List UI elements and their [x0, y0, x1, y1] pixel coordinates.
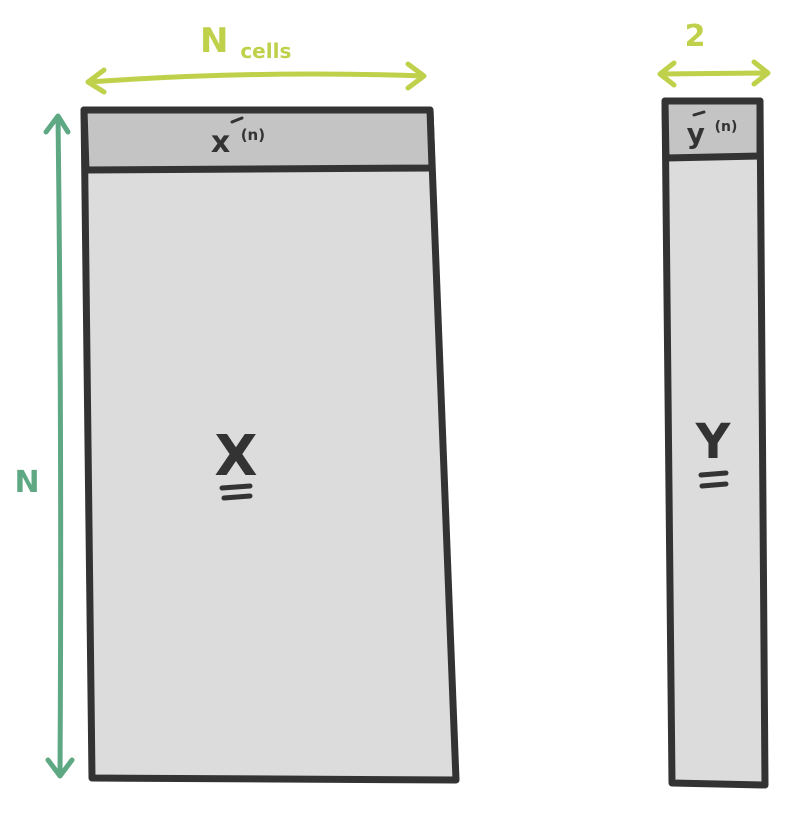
matrix-x-height-arrow [43, 113, 75, 779]
matrix-x-width-arrow [85, 61, 427, 95]
matrix-x-body [80, 106, 460, 784]
matrix-x-width-label-sub: cells [240, 39, 291, 63]
matrix-x-header-row [80, 106, 436, 174]
matrix-x-row-label-base: x [211, 125, 230, 160]
matrix-y-row-label-base: y [687, 117, 705, 150]
double-headed-arrow-vertical-icon [43, 113, 75, 779]
matrix-x-width-label-base: N [200, 21, 228, 61]
matrix-y: y (n) Y 2 [657, 19, 771, 789]
matrix-x-height-label: N [14, 465, 39, 500]
matrix-y-row-label-sup: (n) [715, 119, 738, 135]
matrix-y-row-vector-mark [692, 110, 706, 117]
double-headed-arrow-horizontal-icon [85, 61, 427, 95]
matrix-x: x (n) X N cells N [14, 21, 460, 784]
matrix-y-label: Y [695, 414, 732, 470]
matrix-x-row-label: x (n) [211, 125, 265, 160]
matrix-x-label: X [214, 424, 257, 489]
double-headed-arrow-horizontal-icon [657, 59, 771, 88]
matrix-x-row-label-sup: (n) [241, 126, 265, 144]
matrix-y-width-arrow [657, 59, 771, 88]
matrix-y-header-row [661, 97, 764, 162]
matrix-y-underline [698, 470, 729, 489]
matrix-y-row-label: y (n) [687, 117, 738, 150]
matrix-x-width-label: N cells [200, 21, 291, 63]
matrix-x-row-vector-mark [230, 116, 244, 124]
matrix-y-width-label: 2 [685, 19, 706, 54]
matrix-x-underline [219, 483, 253, 501]
